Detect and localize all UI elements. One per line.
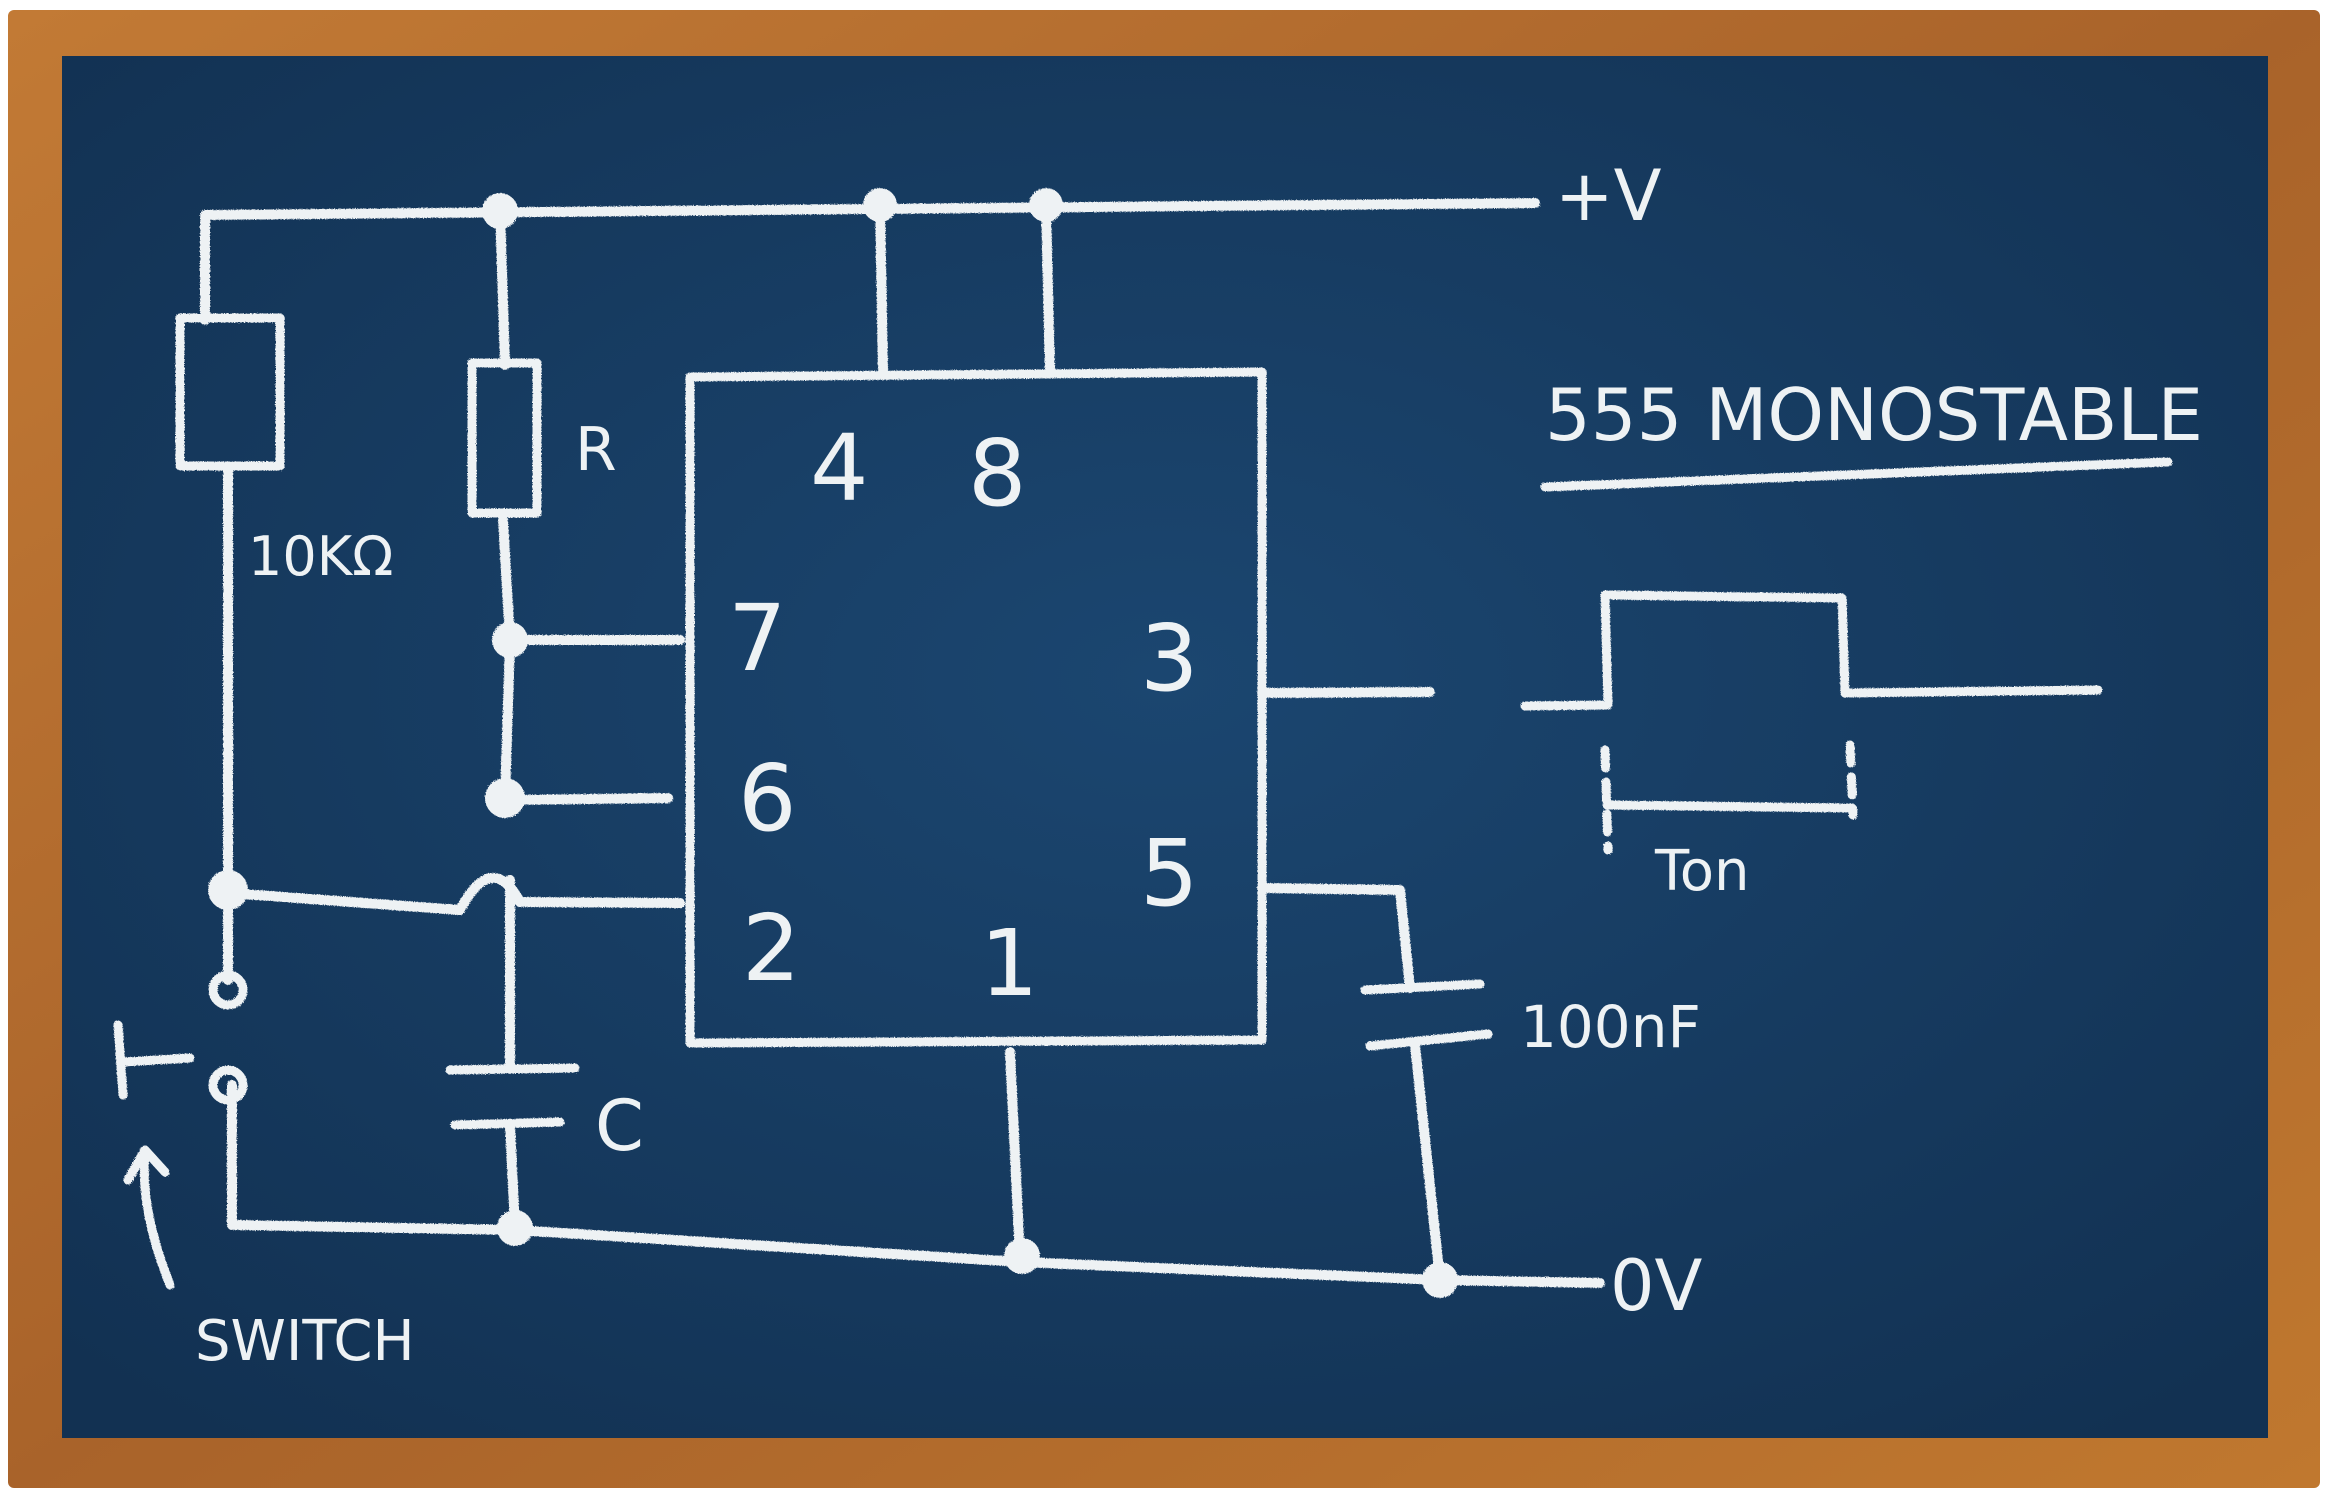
pin-5-label: 5: [1140, 820, 1199, 927]
pin-6-label: 6: [738, 745, 797, 852]
ground-rail: [227, 1080, 1605, 1288]
pin-2-label: 2: [742, 895, 801, 1002]
pullup-resistor-label: 10KΩ: [248, 525, 393, 588]
ton-span: [1602, 800, 1857, 813]
pin5-wire: [1257, 883, 1415, 993]
ton-marker-left: [1600, 745, 1613, 855]
switch-symbol: [113, 1020, 195, 1100]
switch-terminal-bottom: [208, 1065, 248, 1105]
components: [113, 313, 2173, 1290]
ground-rail-label: 0V: [1610, 1245, 1703, 1327]
pin-1-label: 1: [980, 910, 1039, 1017]
timing-resistor-label: R: [575, 415, 617, 485]
timing-capacitor: [445, 1063, 580, 1130]
control-capacitor-label: 100nF: [1520, 993, 1701, 1061]
switch-label: SWITCH: [195, 1309, 415, 1374]
switch-terminal-top: [208, 970, 248, 1010]
positive-rail-label: +V: [1555, 155, 1662, 237]
pin-4-label: 4: [810, 415, 869, 522]
pin-8-label: 8: [968, 420, 1027, 527]
title-underline: [1540, 457, 2173, 492]
pin1-wire: [1005, 1047, 1025, 1263]
control-capacitor: [1360, 979, 1493, 1051]
ton-marker-right: [1845, 740, 1858, 820]
labels: +V 0V 10KΩ R C 100nF SWITCH 555 MONOSTAB…: [195, 155, 2203, 1374]
pin2-hop: [455, 872, 525, 915]
pin3-wire: [1257, 687, 1435, 698]
diagram-title: 555 MONOSTABLE: [1545, 373, 2203, 457]
output-waveform: [1520, 590, 2103, 711]
pullup-resistor: [175, 313, 285, 471]
ic-555-body: [685, 367, 1267, 1048]
board-surface: [62, 56, 2268, 1438]
ton-label: Ton: [1654, 839, 1749, 904]
junctions: [208, 188, 1458, 1298]
pin4-wire: [875, 200, 888, 380]
pin-7-label: 7: [728, 585, 787, 692]
pin2-wire: [223, 888, 465, 915]
switch-arrow: [123, 1145, 175, 1290]
pin-3-label: 3: [1140, 605, 1199, 712]
timing-resistor: [467, 358, 542, 518]
timing-capacitor-label: C: [595, 1085, 644, 1167]
pin6-wire: [500, 793, 673, 805]
pin8-wire: [1041, 200, 1055, 377]
timing-branch-wire: [495, 205, 510, 370]
